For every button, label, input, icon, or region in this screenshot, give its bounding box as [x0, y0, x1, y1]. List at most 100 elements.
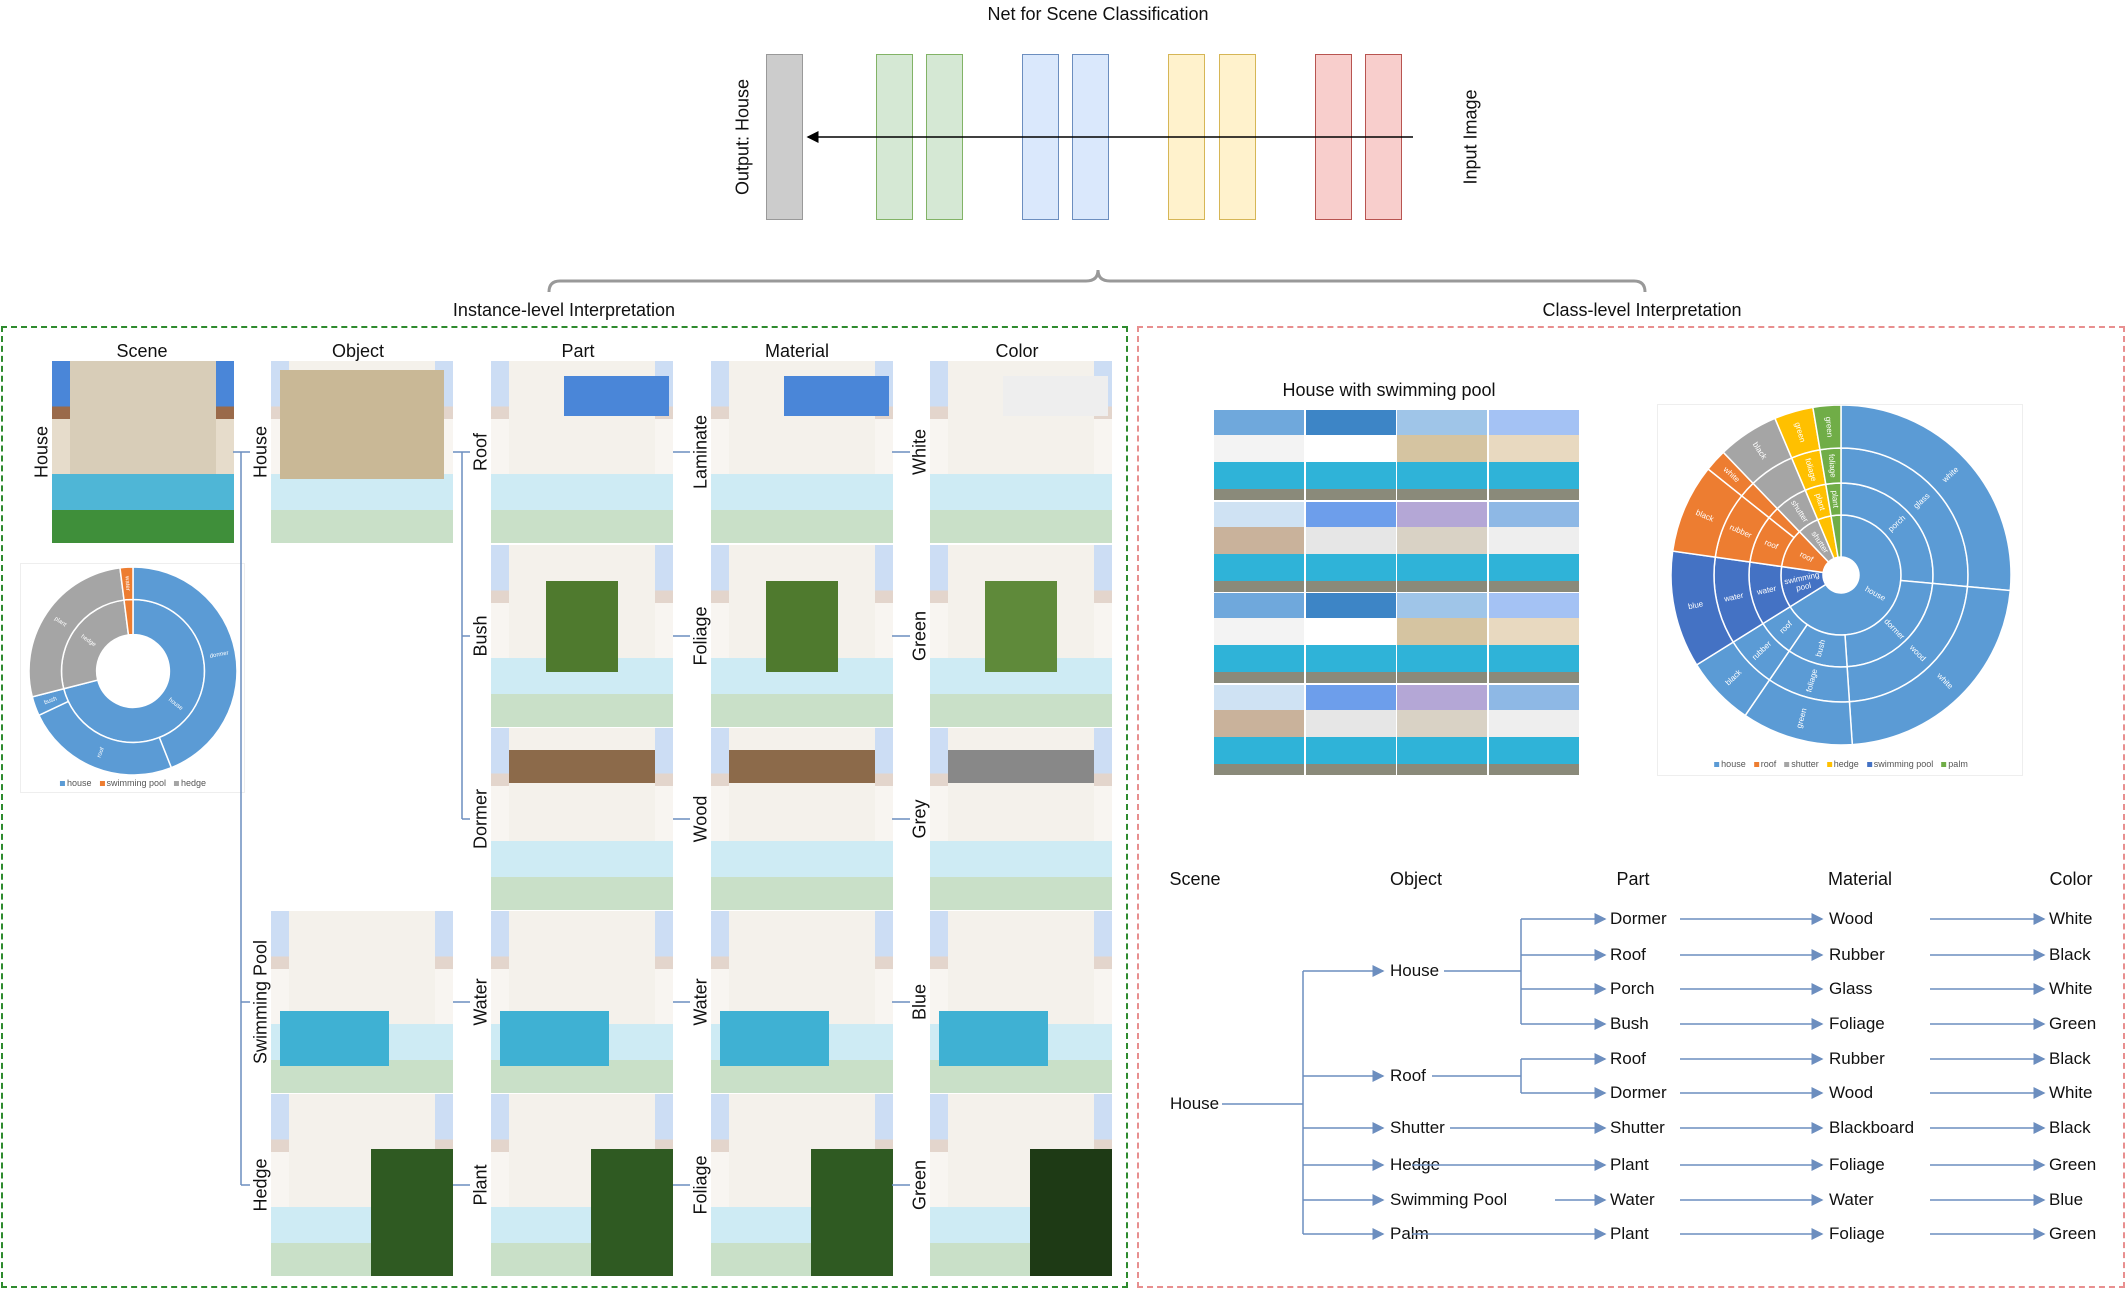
highlight-region	[984, 581, 1058, 673]
tree-header-color: Color	[2049, 869, 2093, 889]
legend-item: house	[59, 778, 91, 788]
object-image-house	[271, 361, 453, 543]
tree-part: Dormer	[1610, 1083, 1667, 1102]
pool-house-image	[1488, 684, 1579, 775]
part-image	[491, 728, 673, 910]
tree-header-material: Material	[1827, 869, 1893, 889]
conv-layer	[1365, 54, 1402, 220]
tree-object: Swimming Pool	[1390, 1190, 1508, 1209]
tree-object: Palm	[1390, 1224, 1429, 1243]
scene-image	[52, 361, 234, 543]
tree-part: Dormer	[1610, 909, 1667, 928]
tree-material: Rubber	[1829, 945, 1885, 964]
network-title: Net for Scene Classification	[987, 4, 1209, 24]
color-label: Grey	[909, 799, 930, 839]
tree-part: Bush	[1610, 1014, 1649, 1033]
pool-house-image	[1214, 593, 1304, 683]
part-image	[491, 545, 673, 727]
col-part: Part	[561, 341, 595, 361]
tree-color: Black	[2049, 945, 2091, 964]
material-label: Laminate	[690, 414, 711, 490]
col-material: Material	[764, 341, 830, 361]
donut-segment-label: roof	[97, 747, 107, 759]
tree-header-scene: Scene	[1169, 869, 1221, 889]
tree-header-part: Part	[1616, 869, 1650, 889]
object-label: Swimming Pool	[250, 939, 271, 1065]
object-label: Hedge	[250, 1158, 271, 1212]
tree-material: Wood	[1829, 909, 1874, 928]
legend-swatch	[1826, 762, 1832, 767]
tree-part: Water	[1610, 1190, 1655, 1209]
legend-swatch	[1941, 762, 1947, 767]
sunburst-segment-label: blue	[1687, 599, 1704, 611]
tree-scene: House	[1170, 1094, 1220, 1113]
tree-material: Foliage	[1829, 1155, 1885, 1174]
instance-title: Instance-level Interpretation	[452, 300, 676, 320]
legend-item: swimming pool	[99, 778, 166, 788]
legend-swatch	[99, 781, 105, 786]
part-label: Dormer	[470, 788, 491, 850]
tree-material: Rubber	[1829, 1049, 1885, 1068]
highlight-region	[280, 370, 444, 480]
tree-color: White	[2049, 979, 2093, 998]
tree-part: Roof	[1610, 1049, 1646, 1068]
conv-layer	[1168, 54, 1205, 220]
pool-house-image	[1397, 501, 1487, 592]
material-image	[711, 1094, 893, 1276]
material-image	[711, 911, 893, 1093]
highlight-region	[500, 1011, 610, 1066]
donut-segment-label: dormer	[209, 650, 229, 659]
tree-color: Black	[2049, 1049, 2091, 1068]
tree-color: White	[2049, 1083, 2093, 1102]
output-layer	[766, 54, 803, 220]
legend-swatch	[1753, 762, 1759, 767]
highlight-region	[371, 1148, 453, 1276]
tree-color: Green	[2049, 1014, 2097, 1033]
scene-label: House	[31, 425, 52, 479]
tree-part: Roof	[1610, 945, 1646, 964]
tree-material: Glass	[1829, 979, 1873, 998]
grid-title: House with swimming pool	[1282, 380, 1496, 400]
highlight-region	[948, 749, 1094, 783]
conv-layer	[1219, 54, 1256, 220]
donut-legend: house swimming pool hedge	[56, 778, 210, 788]
donut-segment-label: water	[123, 575, 130, 591]
highlight-region	[280, 1011, 390, 1066]
tree-material: Foliage	[1829, 1224, 1885, 1243]
highlight-region	[591, 1148, 673, 1276]
pool-house-image	[1488, 410, 1579, 500]
pool-house-image	[1214, 501, 1304, 592]
sunburst-segment	[1812, 405, 1842, 451]
legend-item: hedge	[174, 778, 206, 788]
sunburst-segment-label: plant	[1830, 490, 1840, 509]
conv-layer	[926, 54, 963, 220]
col-color: Color	[995, 341, 1039, 361]
donut-segment	[119, 566, 134, 601]
conv-layer	[1022, 54, 1059, 220]
sunburst-segment-label: green	[1824, 416, 1835, 437]
pool-house-image	[1488, 501, 1579, 592]
material-image-fade	[711, 911, 893, 1093]
part-label: Water	[470, 978, 491, 1026]
color-label: Blue	[909, 983, 930, 1021]
legend-item: palm	[1941, 759, 1968, 769]
tree-material: Blackboard	[1829, 1118, 1915, 1137]
pool-house-image	[1305, 684, 1396, 775]
pool-house-image	[1214, 684, 1304, 775]
tree-color: Green	[2049, 1224, 2097, 1243]
sunburst-segment-label: bush	[1814, 639, 1827, 658]
donut-segment-label: bush	[43, 696, 57, 706]
pool-house-image	[1397, 410, 1487, 500]
tree-header-object: Object	[1389, 869, 1443, 889]
tree-part: Plant	[1610, 1224, 1649, 1243]
conv-layer	[1315, 54, 1352, 220]
highlight-region	[509, 749, 655, 783]
part-image	[491, 911, 673, 1093]
pool-house-image	[1305, 501, 1396, 592]
sunburst-segment-label: foliage	[1827, 454, 1838, 479]
image-grid	[1214, 410, 1580, 776]
legend-item: shutter	[1784, 759, 1819, 769]
col-scene: Scene	[116, 341, 168, 361]
material-label: Wood	[690, 795, 711, 843]
part-image-fade	[491, 911, 673, 1093]
